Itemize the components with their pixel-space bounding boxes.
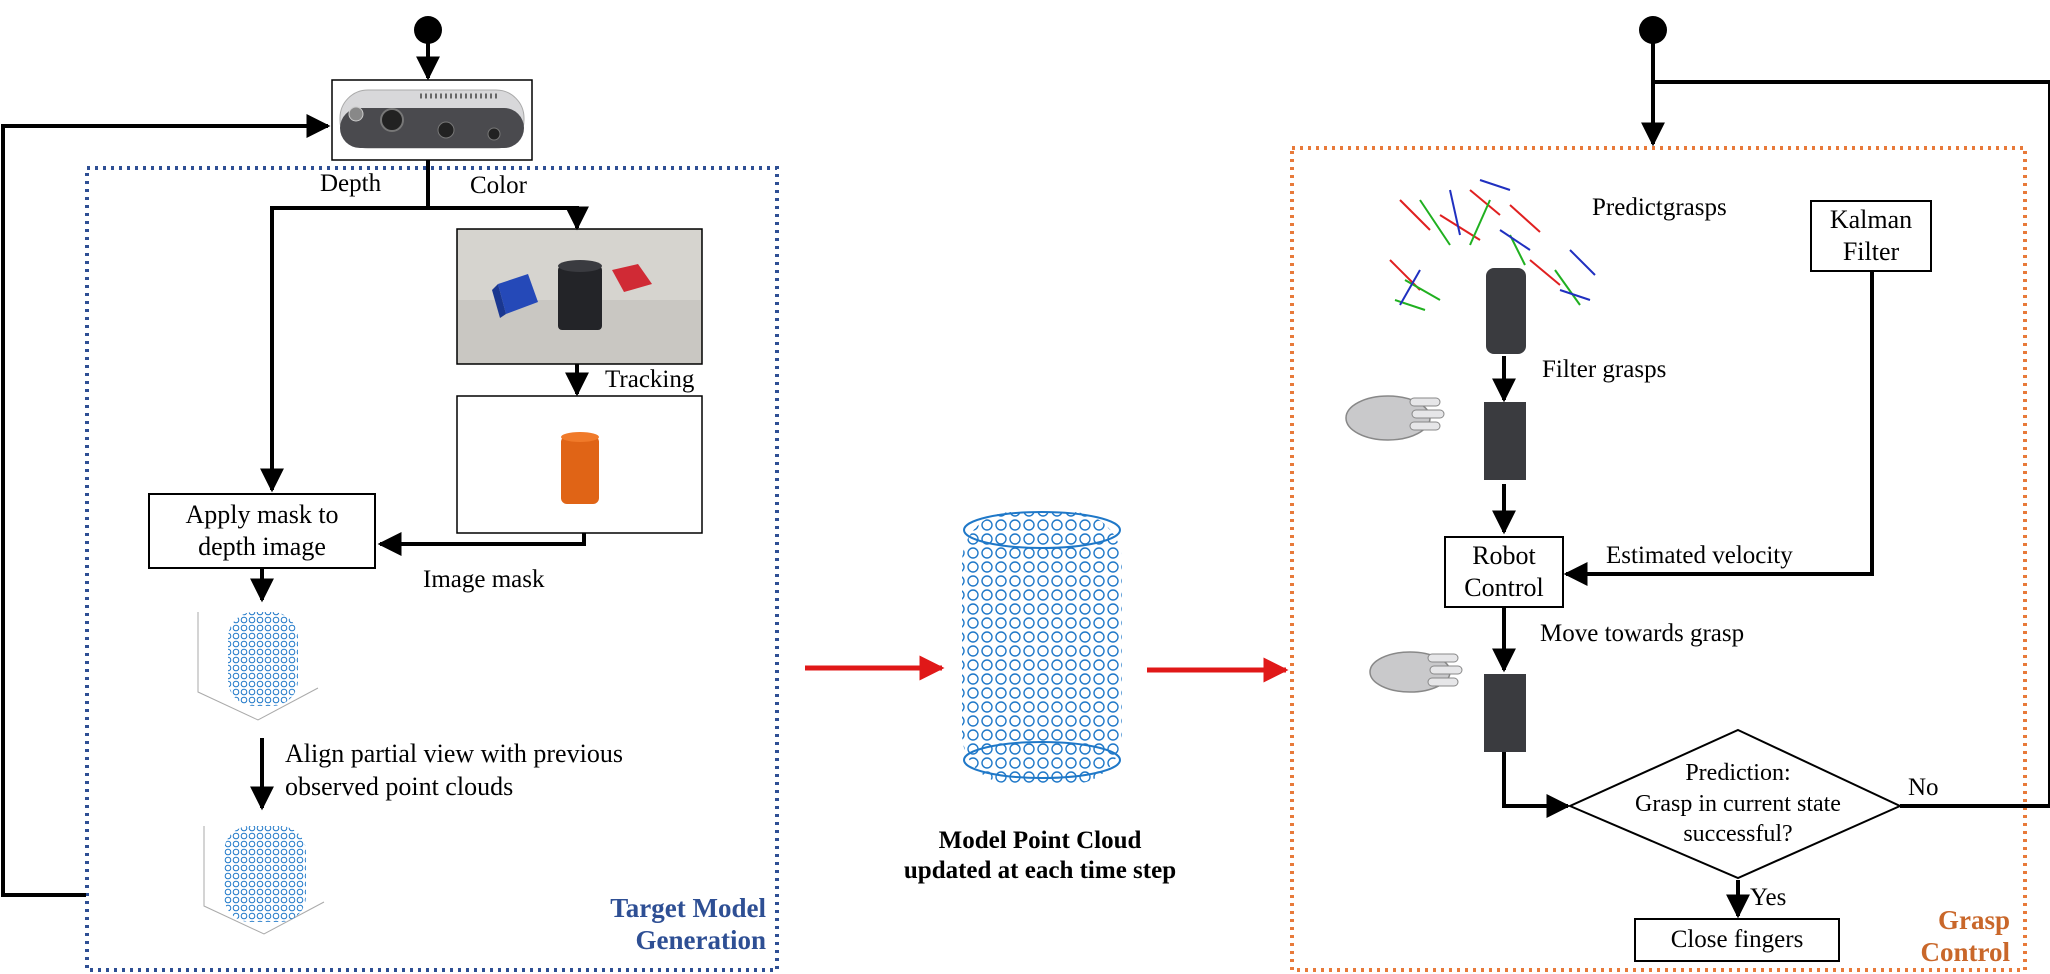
gripper-block-1 <box>1484 402 1526 480</box>
aligned-point-cloud-plot <box>203 826 325 935</box>
grasp-title-line1: Grasp <box>1937 905 2010 935</box>
model-point-cloud <box>962 511 1122 784</box>
align-text: Align partial view with previous observe… <box>285 738 623 803</box>
robot-line1: Robot <box>1472 540 1536 570</box>
align-line2: observed point clouds <box>285 771 514 801</box>
no-label: No <box>1908 774 1939 801</box>
robot-hand-icon-2 <box>1369 651 1463 693</box>
prediction-line2: Grasp in current state <box>1635 790 1841 817</box>
predict-grasps-label: Predictgrasps <box>1592 194 1727 221</box>
grasp-control-title: Grasp Control <box>1880 904 2010 969</box>
apply-mask-box: Apply mask to depth image <box>148 493 376 569</box>
robot-line2: Control <box>1464 573 1544 602</box>
image-mask-label: Image mask <box>423 566 545 593</box>
model-cloud-line1: Model Point Cloud <box>938 827 1142 854</box>
close-fingers-box: Close fingers <box>1634 918 1840 962</box>
model-cloud-line2: updated at each time step <box>903 857 1177 884</box>
yes-label: Yes <box>1750 884 1787 911</box>
filter-grasps-label: Filter grasps <box>1542 356 1667 383</box>
grasp-predictions-visual <box>1389 179 1596 354</box>
robot-hand-icon-1 <box>1345 395 1445 441</box>
prediction-diamond <box>1567 728 1903 880</box>
prediction-line3: successful? <box>1683 821 1793 848</box>
move-towards-grasp-label: Move towards grasp <box>1540 620 1745 647</box>
image-mask-picture <box>456 395 703 534</box>
flow-connectors <box>1 42 2050 919</box>
partial-point-cloud-plot <box>197 612 319 721</box>
start-dot-right <box>1639 16 1667 44</box>
start-dot-left <box>414 16 442 44</box>
depth-label: Depth <box>320 170 382 197</box>
grasp-title-line2: Control <box>1920 937 2010 968</box>
apply-mask-line1: Apply mask to <box>185 499 339 529</box>
color-label: Color <box>470 172 527 199</box>
model-cloud-caption: Model Point Cloud updated at each time s… <box>860 826 1220 886</box>
target-title-line1: Target Model <box>610 893 766 923</box>
color-image <box>456 228 703 365</box>
tracking-label: Tracking <box>605 366 695 393</box>
target-model-panel <box>85 166 779 972</box>
target-model-title: Target Model Generation <box>530 892 766 957</box>
red-flow-arrows <box>805 655 1289 683</box>
depth-camera-icon <box>331 79 533 161</box>
apply-mask-line2: depth image <box>198 532 326 561</box>
kalman-line2: Filter <box>1842 237 1900 266</box>
gripper-block-2 <box>1484 674 1526 752</box>
prediction-line1: Prediction: <box>1685 760 1791 786</box>
grasp-control-panel <box>1290 146 2027 972</box>
estimated-velocity-label: Estimated velocity <box>1606 542 1793 569</box>
prediction-text: Prediction: Grasp in current state succe… <box>1588 758 1888 850</box>
target-title-line2: Generation <box>635 925 766 956</box>
kalman-line1: Kalman <box>1829 204 1913 234</box>
align-line1: Align partial view with previous <box>285 739 623 768</box>
